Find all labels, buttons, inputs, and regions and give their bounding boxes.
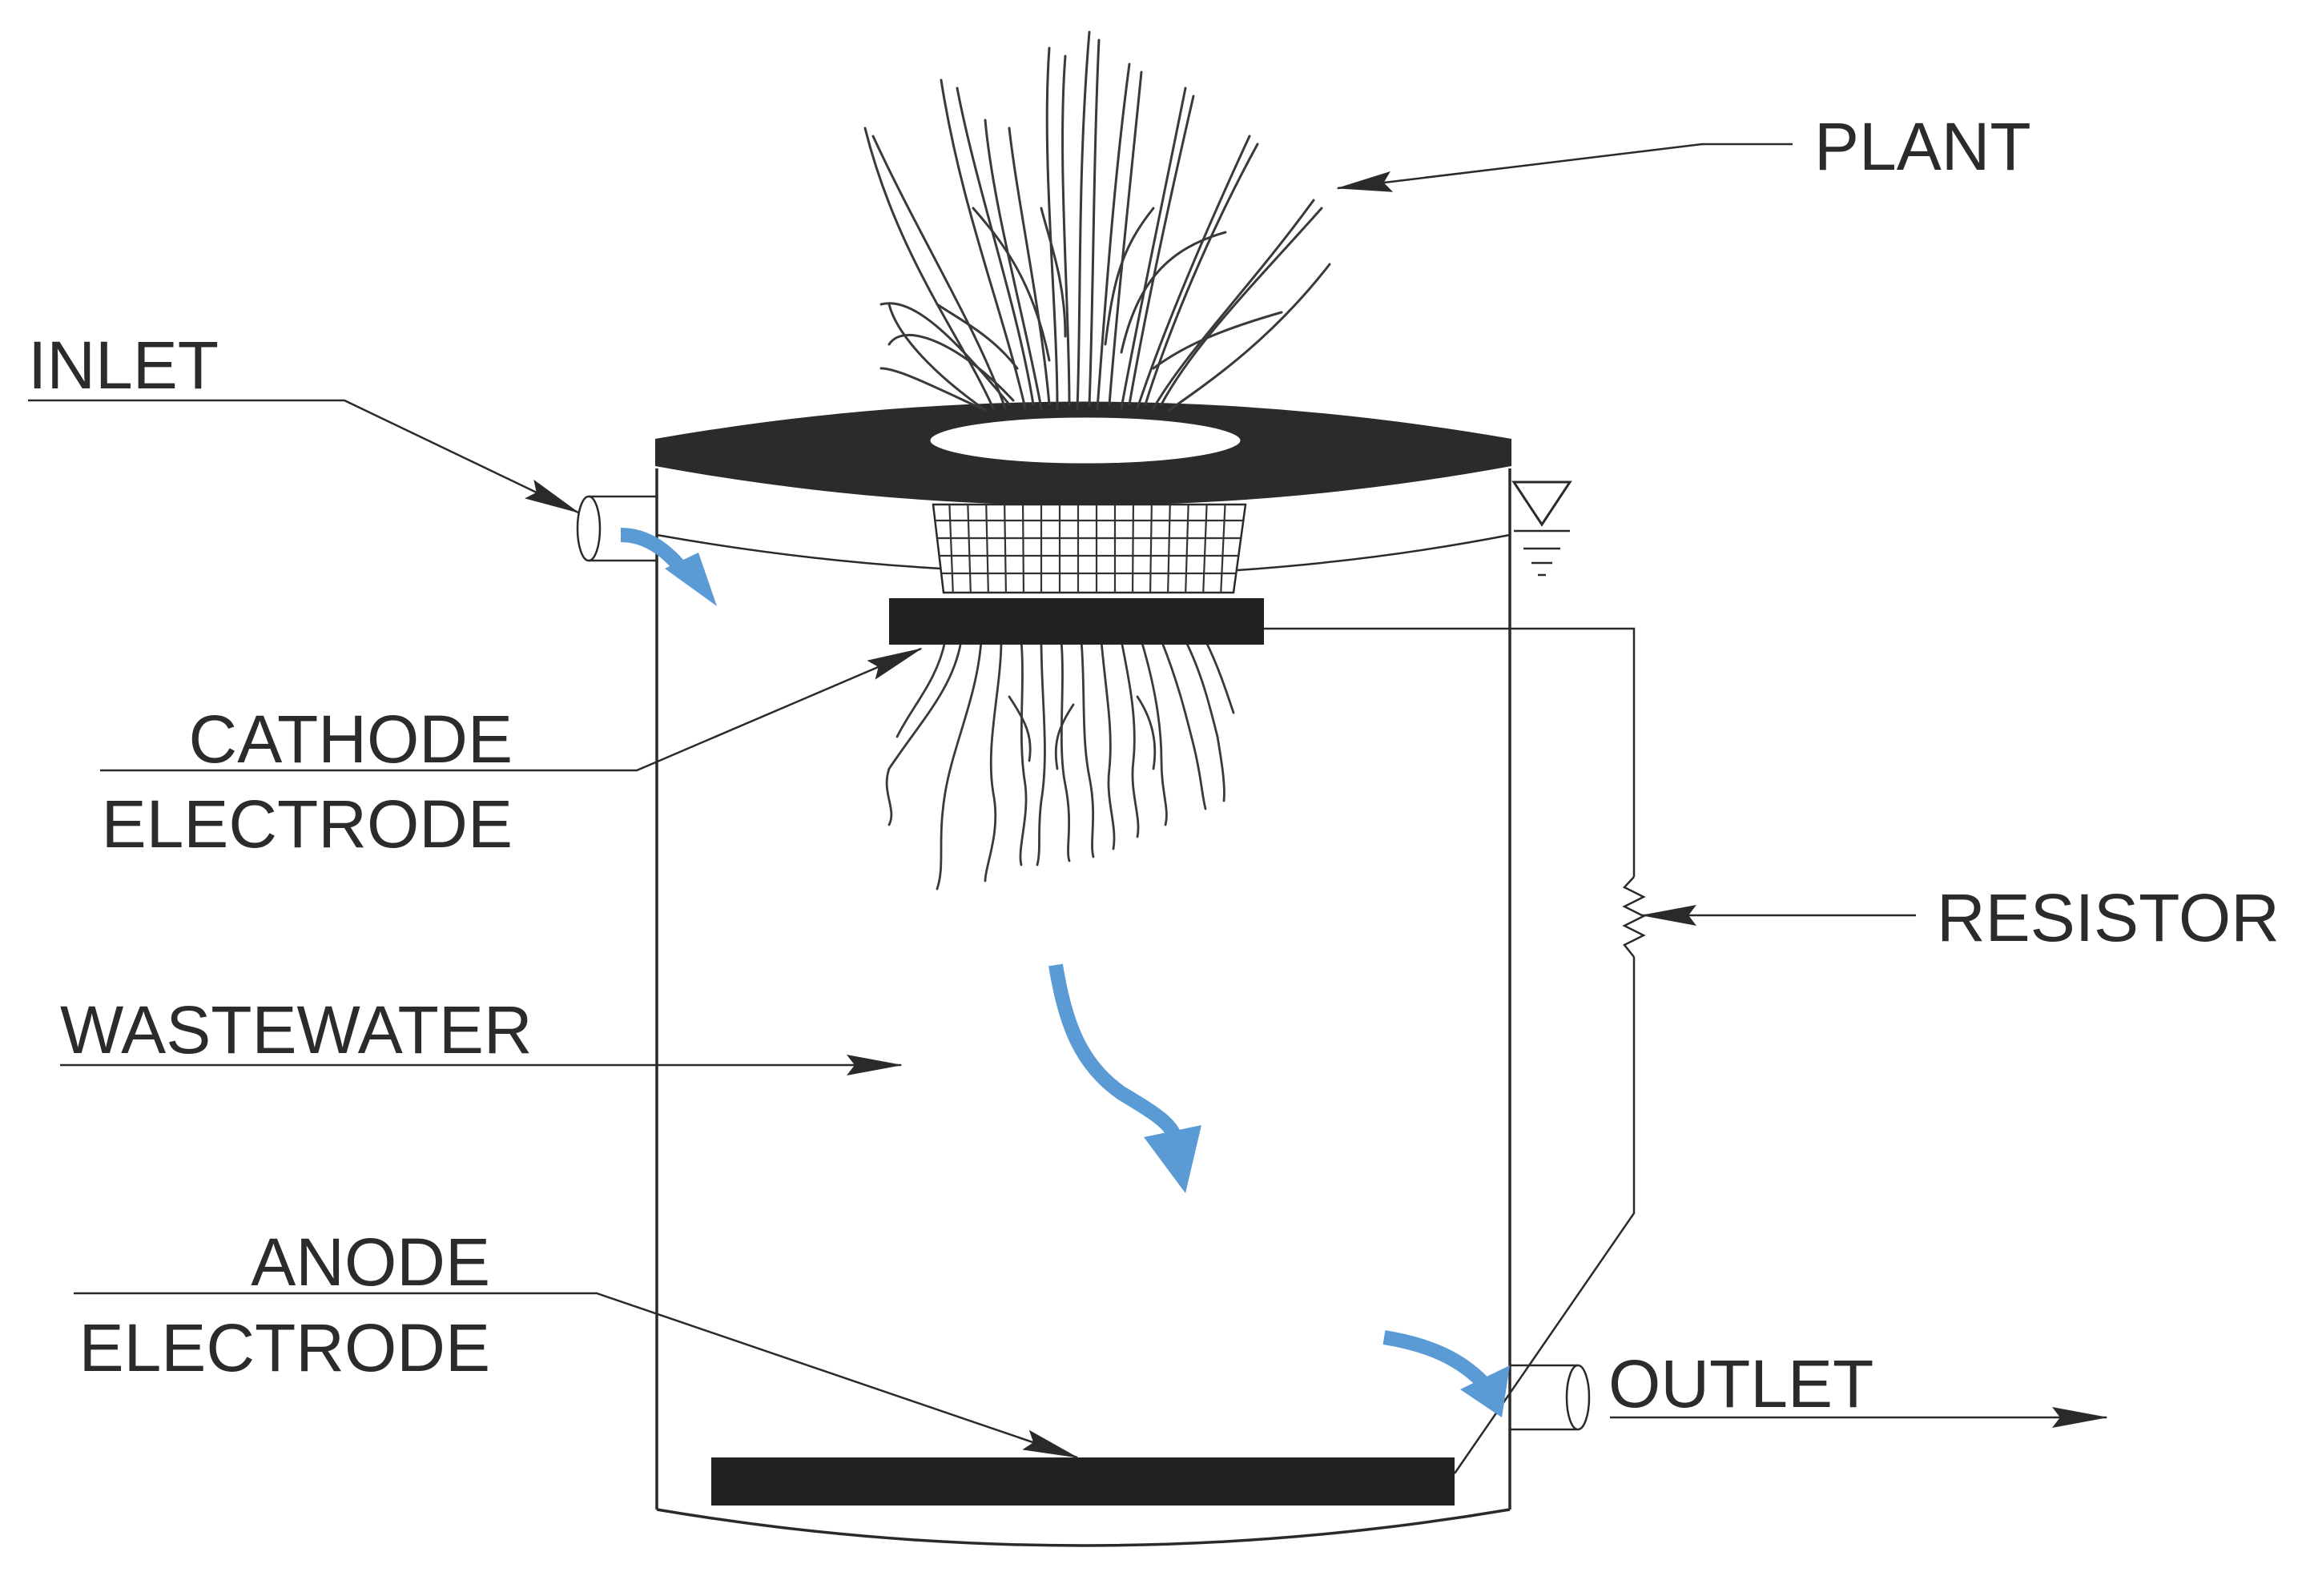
anode-leader: [74, 1292, 1079, 1459]
label-anode-line2: ELECTRODE: [79, 1310, 490, 1385]
label-cathode-line1: CATHODE: [189, 702, 513, 777]
flow-arrow-middle: [1048, 963, 1201, 1193]
external-circuit-wire: [1264, 627, 1646, 1474]
label-cathode-line2: ELECTRODE: [102, 786, 513, 862]
label-wastewater: WASTEWATER: [60, 992, 533, 1067]
inlet-pipe: [576, 495, 657, 562]
label-plant: PLANT: [1814, 109, 2031, 184]
water-level-symbol: [1511, 480, 1572, 577]
flow-arrow-outlet: [1382, 1330, 1510, 1417]
flow-arrows: [620, 528, 1510, 1417]
inlet-leader: [28, 399, 580, 514]
labels: PLANT INLET CATHODE ELECTRODE RESISTOR W…: [28, 109, 2280, 1421]
plant-leader: [1336, 143, 1793, 192]
anode-electrode: [711, 1457, 1455, 1506]
label-anode-line1: ANODE: [251, 1224, 490, 1300]
water-surface-right: [1237, 533, 1511, 572]
leader-lines: [28, 143, 2108, 1459]
outlet-pipe: [1510, 1364, 1591, 1431]
tank: [655, 468, 1511, 1547]
mesh-basket: [932, 503, 1247, 594]
cathode-electrode: [889, 598, 1264, 645]
cathode-leader: [100, 647, 923, 772]
plant-leaves: [863, 30, 1331, 412]
tank-bottom: [656, 1508, 1511, 1547]
plant-roots: [885, 639, 1235, 890]
label-resistor: RESISTOR: [1937, 880, 2280, 955]
resistor-symbol: [1622, 876, 1646, 958]
floating-lid: [655, 401, 1511, 505]
label-inlet: INLET: [28, 328, 219, 403]
label-outlet: OUTLET: [1608, 1346, 1873, 1421]
water-surface-left: [656, 533, 942, 570]
flow-arrow-inlet: [620, 528, 717, 606]
